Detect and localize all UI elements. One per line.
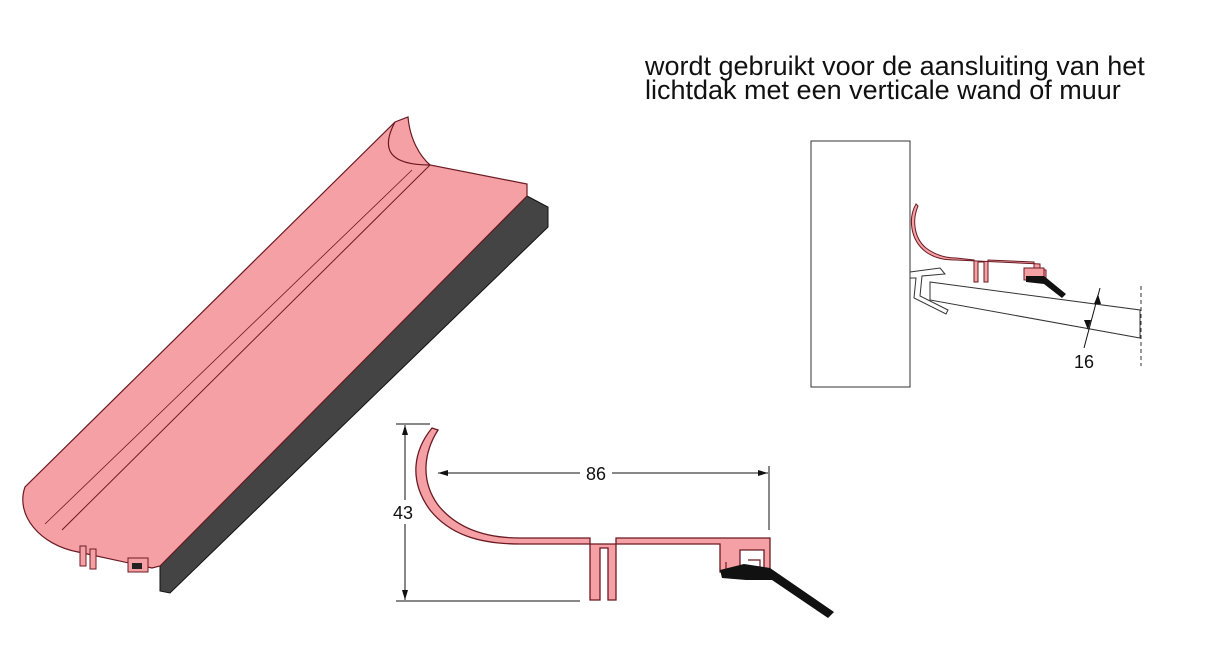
dim-thickness-label: 16: [1074, 352, 1094, 372]
roof-sheet: [929, 281, 1141, 339]
wall-profile-seal: [1026, 276, 1066, 298]
section-profile: [415, 427, 771, 601]
description-line-2: lichtdak met een verticale wand of muur: [645, 75, 1121, 105]
dim-width-arrow-left: [438, 470, 448, 476]
dim-height-label: 43: [393, 503, 413, 523]
sheet-bracket: [909, 267, 949, 315]
profile-fold-line-1: [61, 164, 431, 531]
profile-end-seal: [132, 563, 142, 569]
dim-thickness-arrow-top: [1094, 294, 1101, 304]
profile-3d-view: [22, 116, 549, 594]
wall-profile: [910, 203, 1047, 283]
profile-section-view: 86 43: [393, 423, 834, 618]
dim-height-arrow-top: [402, 425, 408, 435]
description-line-1: wordt gebruikt voor de aansluiting van h…: [645, 51, 1145, 81]
wall-connection-view: 16: [810, 140, 1142, 388]
profile-lip-edge: [387, 121, 431, 166]
dim-height-arrow-bottom: [402, 590, 408, 600]
dim-width-arrow-right: [758, 470, 768, 476]
profile-face: [22, 116, 528, 569]
dim-thickness-arrow-bottom: [1084, 320, 1091, 330]
profile-end-leg-2: [89, 548, 97, 570]
profile-end-leg-1: [79, 545, 87, 567]
dim-width-label: 86: [586, 464, 606, 484]
description-text: wordt gebruikt voor de aansluiting van h…: [645, 51, 1145, 105]
profile-fold-line-2: [44, 169, 413, 525]
section-seal: [720, 564, 834, 618]
wall: [810, 140, 911, 388]
